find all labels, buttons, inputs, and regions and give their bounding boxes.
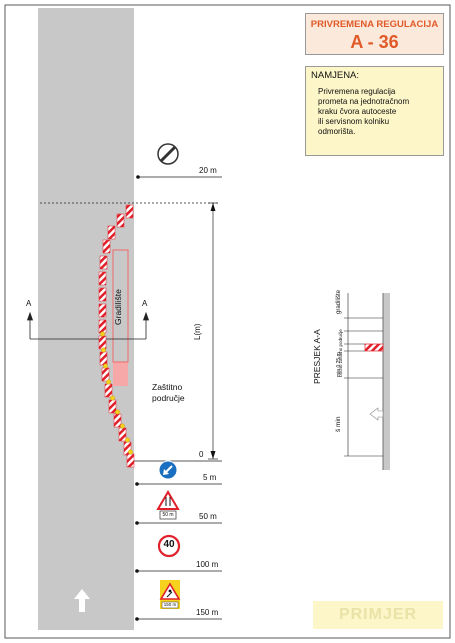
section-worksite-label: gradilište [336,289,342,314]
section-barrier [364,343,384,352]
arrow-down-icon [210,451,216,459]
warning-light-icon [120,423,125,429]
barrier-board [118,427,127,442]
sheet-border [4,4,451,639]
arrow-up-icon [210,203,216,211]
warning-light-icon [101,347,106,353]
distance-label-150m: 150 m [196,608,219,617]
distance-label-50m: 50 m [199,512,217,521]
warning-light-icon [100,331,105,337]
barrier-board [113,413,122,428]
barrier-board [99,255,108,270]
worksite-label: Gradilište [113,289,123,325]
barrier-board [102,239,111,254]
title-heading: PRIVREMENA REGULACIJA [310,19,439,30]
section-title: PRESJEK A-A [312,329,322,384]
section-min-label: min 0.25 m [336,352,342,377]
section-arrow-left-icon [369,407,384,421]
barrier-board [107,225,116,240]
title-block: PRIVREMENA REGULACIJA A - 36 [305,13,444,55]
barrier-board [104,383,113,398]
warning-light-icon [106,379,111,385]
barrier-board [98,287,107,302]
warning-light-icon [125,437,130,443]
section-marker-right: A [142,299,148,308]
warning-light-icon [115,409,120,415]
barrier-board [108,399,117,414]
distance-label-100m: 100 m [196,560,219,569]
warning-light-icon [103,363,108,369]
barrier-board [101,367,110,382]
section-line-a-a [26,311,150,340]
worksite-area [112,249,129,363]
road-narrows-warning-sign-icon [156,490,180,510]
protection-zone-area [113,362,128,386]
example-watermark: PRIMJER [313,601,443,629]
keep-left-sign-icon [158,460,178,480]
barrier-board [116,213,125,228]
cross-section-drawing [344,293,390,470]
length-label: L(m) [193,323,202,340]
end-of-restrictions-sign-icon [157,143,179,165]
purpose-heading: NAMJENA: [311,70,360,81]
barrier-board [98,319,107,334]
title-code: A - 36 [350,32,399,52]
distance-lines [40,176,222,620]
section-width-label: š min [335,416,342,432]
warning-light-icon [110,395,115,401]
distance-panel-50 [159,510,177,520]
direction-arrow-icon [74,589,90,612]
distance-label-0: 0 [199,450,204,459]
section-marker-left: A [26,299,32,308]
barrier-board [125,204,134,219]
distance-panel-150-text: 150 m [163,602,177,607]
speed-limit-value: 40 [163,539,175,550]
barrier-board [126,453,135,468]
protection-zone-label: Zaštitno područje [152,382,185,403]
speed-limit-sign-icon [157,534,181,558]
barrier-board [98,335,107,350]
road-surface [38,8,134,630]
purpose-text: Privremena regulacija prometa na jednotr… [318,87,410,136]
barrier-board [98,271,107,286]
warning-light-icon [128,449,133,455]
barrier-board [98,303,107,318]
barrier-taper [98,204,135,468]
distance-label-20m: 20 m [199,166,217,175]
distance-label-5m: 5 m [203,473,217,482]
road-works-warning-sign-icon [159,580,181,609]
purpose-block: NAMJENA: Privremena regulacija prometa n… [305,66,444,156]
barrier-board [99,351,108,366]
distance-panel-50-text: 50 m [162,512,174,518]
